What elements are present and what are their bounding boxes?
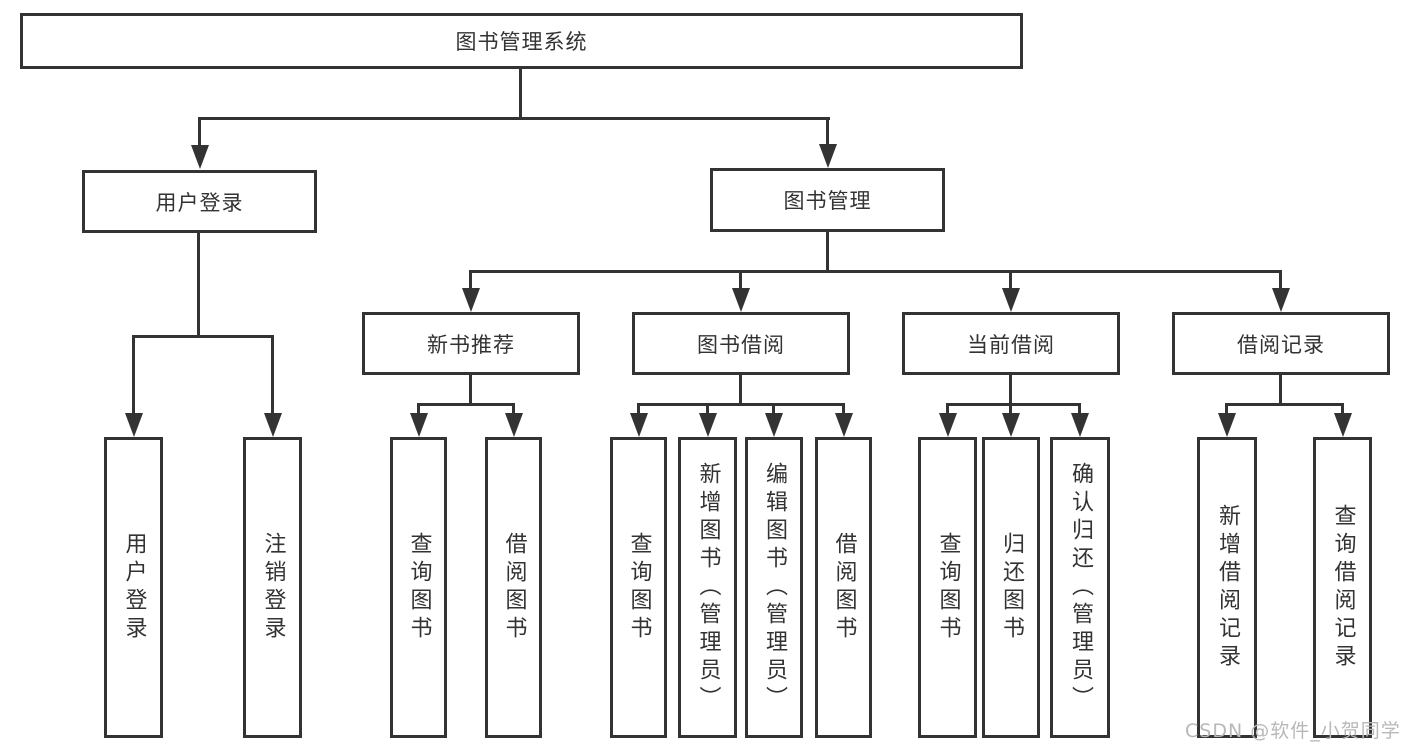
arrowhead-leaf <box>699 413 717 437</box>
node-label: 图书管理 <box>783 189 872 213</box>
connector-records-split <box>1225 403 1344 406</box>
connector-records-stem <box>1279 375 1282 406</box>
arrowhead-new-book-recommendation <box>462 288 480 312</box>
node-label: 借阅记录 <box>1237 332 1325 357</box>
connector-to-new-book-recommendation <box>469 270 472 290</box>
leaf-label: 注销登录 <box>260 531 286 644</box>
connector-to-borrowing-records <box>1279 270 1282 290</box>
connector-leaf-stem <box>1078 403 1081 415</box>
connector-leaf-stem <box>417 403 420 415</box>
connector-leaf-stem <box>772 403 775 415</box>
node-library-management-system: 图书管理系统 <box>20 13 1023 69</box>
connector-root-stem <box>519 69 522 120</box>
leaf-query-books: 查询图书 <box>610 437 667 738</box>
connector-current-split <box>946 403 1081 406</box>
connector-to-book-management <box>826 117 829 147</box>
leaf-query-books: 查询图书 <box>918 437 977 738</box>
arrowhead-leaf <box>505 413 523 437</box>
node-label: 图书借阅 <box>697 332 785 357</box>
leaf-label: 查询借阅记录 <box>1330 503 1356 672</box>
connector-to-leaf-logout <box>271 335 274 415</box>
leaf-user-login: 用户登录 <box>104 437 163 738</box>
leaf-label: 编辑图书（管理员） <box>762 461 787 714</box>
connector-leaf-stem <box>842 403 845 415</box>
leaf-query-books: 查询图书 <box>390 437 447 738</box>
node-book-borrowing: 图书借阅 <box>632 312 850 375</box>
connector-leaf-stem <box>1009 403 1012 415</box>
leaf-add-borrow-record: 新增借阅记录 <box>1197 437 1257 738</box>
node-label: 新书推荐 <box>427 332 515 357</box>
connector-leaf-stem <box>706 403 709 415</box>
leaf-label: 查询图书 <box>935 531 961 644</box>
connector-root-split <box>198 117 830 120</box>
connector-leaf-stem <box>946 403 949 415</box>
arrowhead-book-management <box>819 144 837 168</box>
connector-book-management-split <box>469 270 1282 273</box>
arrowhead-leaf-logout <box>264 413 282 437</box>
node-label: 用户登录 <box>155 190 244 215</box>
connector-leaf-stem <box>512 403 515 415</box>
arrowhead-leaf <box>835 413 853 437</box>
arrowhead-leaf <box>939 413 957 437</box>
connector-leaf-stem <box>1341 403 1344 415</box>
arrowhead-leaf <box>1218 413 1236 437</box>
arrowhead-leaf <box>765 413 783 437</box>
arrowhead-leaf-user-login <box>125 413 143 437</box>
node-new-book-recommendation: 新书推荐 <box>362 312 580 375</box>
leaf-label: 借阅图书 <box>501 531 527 644</box>
leaf-label: 新增图书（管理员） <box>695 461 721 714</box>
arrowhead-leaf <box>410 413 428 437</box>
leaf-return-book: 归还图书 <box>982 437 1040 738</box>
connector-recommendation-split <box>417 403 515 406</box>
watermark-csdn: CSDN @软件_小贺同学 <box>1185 720 1401 742</box>
node-current-borrowing: 当前借阅 <box>902 312 1120 375</box>
connector-user-login-stem <box>197 233 200 338</box>
arrowhead-borrowing-records <box>1272 288 1290 312</box>
node-user-login: 用户登录 <box>82 170 317 233</box>
leaf-label: 确认归还（管理员） <box>1068 461 1093 714</box>
node-label: 图书管理系统 <box>455 30 588 54</box>
leaf-label: 借阅图书 <box>831 531 857 644</box>
node-book-management: 图书管理 <box>710 168 945 232</box>
arrowhead-leaf <box>1071 413 1089 437</box>
leaf-confirm-return-admin: 确认归还（管理员） <box>1050 437 1110 738</box>
connector-to-book-borrowing <box>739 270 742 290</box>
connector-current-stem <box>1009 375 1012 406</box>
node-label: 当前借阅 <box>967 332 1055 357</box>
arrowhead-book-borrowing <box>732 288 750 312</box>
leaf-add-book-admin: 新增图书（管理员） <box>678 437 737 738</box>
arrowhead-leaf <box>630 413 648 437</box>
connector-borrowing-stem <box>739 375 742 406</box>
leaf-label: 归还图书 <box>999 531 1024 644</box>
leaf-logout: 注销登录 <box>243 437 302 738</box>
connector-to-user-login <box>198 117 201 147</box>
leaf-edit-book-admin: 编辑图书（管理员） <box>745 437 803 738</box>
leaf-borrow-books: 借阅图书 <box>485 437 542 738</box>
arrowhead-leaf <box>1002 413 1020 437</box>
connector-borrowing-split <box>637 403 845 406</box>
leaf-label: 用户登录 <box>121 531 147 644</box>
connector-leaf-stem <box>1225 403 1228 415</box>
arrowhead-current-borrowing <box>1002 288 1020 312</box>
connector-to-current-borrowing <box>1009 270 1012 290</box>
leaf-label: 新增借阅记录 <box>1215 503 1240 672</box>
connector-user-login-split <box>132 335 274 338</box>
leaf-borrow-books: 借阅图书 <box>815 437 872 738</box>
connector-leaf-stem <box>637 403 640 415</box>
arrowhead-leaf <box>1334 413 1352 437</box>
connector-book-management-stem <box>826 232 829 273</box>
leaf-label: 查询图书 <box>406 531 432 644</box>
connector-to-leaf-user-login <box>132 335 135 415</box>
connector-recommendation-stem <box>469 375 472 406</box>
leaf-query-borrow-record: 查询借阅记录 <box>1313 437 1372 738</box>
arrowhead-user-login <box>191 145 209 169</box>
leaf-label: 查询图书 <box>626 531 652 644</box>
node-borrowing-records: 借阅记录 <box>1172 312 1390 375</box>
